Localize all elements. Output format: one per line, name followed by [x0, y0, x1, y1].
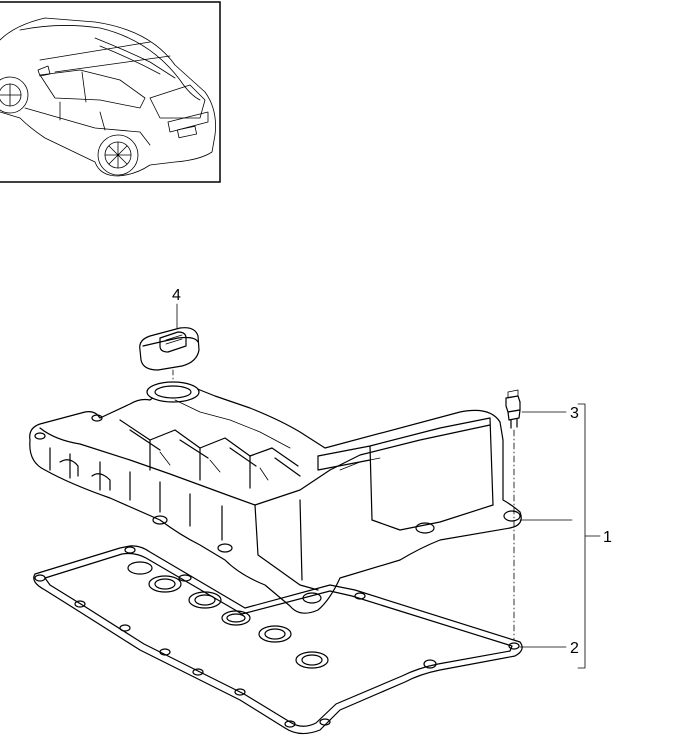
- callout-3: 3: [570, 405, 579, 422]
- callout-2: 2: [570, 640, 579, 657]
- oil-filler-cap: [139, 327, 200, 371]
- vehicle-thumbnail: [0, 1, 221, 183]
- callout-4: 4: [172, 287, 181, 304]
- callout-1: 1: [603, 529, 612, 546]
- valve-cover-gasket: [33, 545, 523, 735]
- valve-cover-bolt: [505, 389, 521, 429]
- vehicle-illustration: [0, 17, 216, 177]
- valve-cover: [29, 381, 522, 614]
- bracket-1: [577, 403, 586, 669]
- callout-leaders: [176, 303, 601, 669]
